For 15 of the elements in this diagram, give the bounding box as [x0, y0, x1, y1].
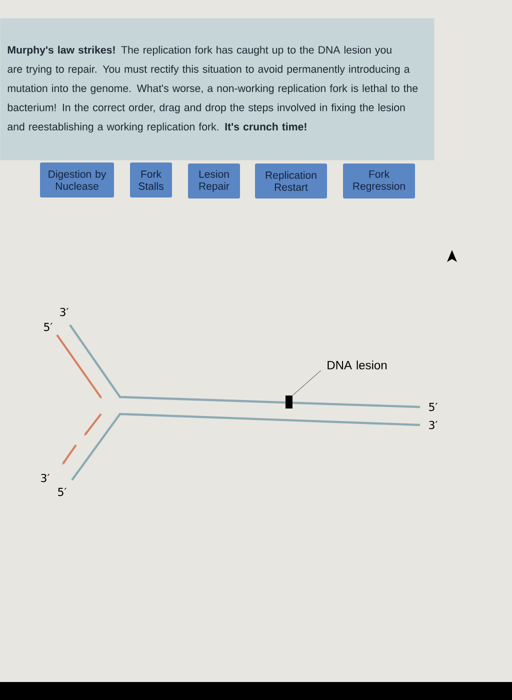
- leader-line: [292, 370, 322, 396]
- strand-end-label: 5′: [429, 402, 438, 412]
- strand-end-label: 3′: [41, 474, 50, 482]
- strand-end-label: 5′: [44, 322, 52, 332]
- strand-end-label: 3′: [429, 420, 438, 430]
- step-button: Digestion by Nuclease: [40, 162, 114, 198]
- lesion-label: DNA lesion: [328, 360, 387, 370]
- step-button: Replication Restart: [255, 164, 327, 198]
- strand-end-label: 5′: [58, 488, 66, 496]
- strand-end-label: 3′: [60, 308, 68, 316]
- step-button: Fork Stalls: [130, 162, 172, 198]
- lesion-mark: [286, 396, 292, 408]
- instruction-panel: Murphy's law strikes! The replication fork has caught up to the DNA lesion you are trying to repair. You must rectify this situation to avoid permanently introducing a mutation into the genome. What's worse, a non-working replication fork is lethal to the bacterium! In the correct order, drag and drop the steps involved in fixing the lesion and reestablishing a working replication fork. It's crunch time!: [0, 18, 434, 160]
- step-button: Fork Regression: [343, 164, 415, 198]
- step-button: Lesion Repair: [188, 164, 240, 198]
